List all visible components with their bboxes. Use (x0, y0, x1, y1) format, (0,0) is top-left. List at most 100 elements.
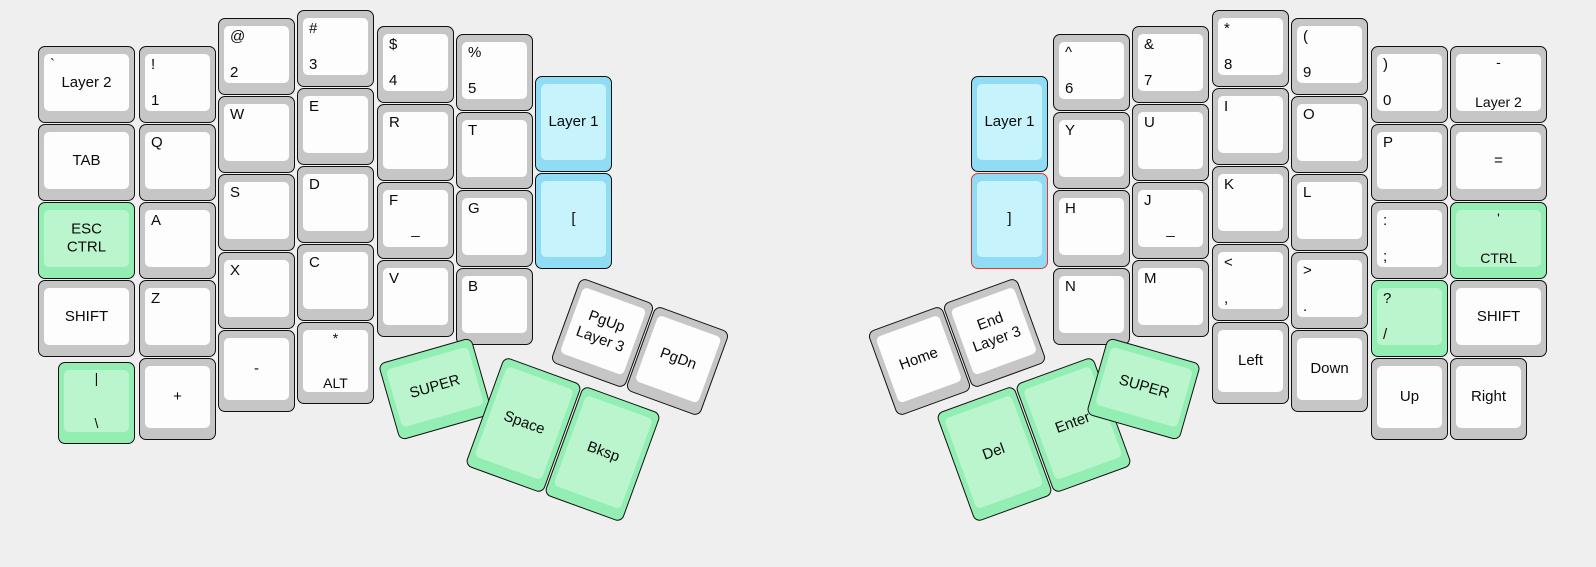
key-r-j[interactable]: J_ (1132, 182, 1209, 259)
key-r-u[interactable]: U (1132, 104, 1209, 181)
key-r-0[interactable]: )0 (1371, 46, 1448, 123)
key-l-minus[interactable]: - (218, 330, 295, 412)
key-r-quote-ctrl[interactable]: 'CTRL (1450, 202, 1547, 279)
key-r-comma[interactable]: <, (1212, 244, 1289, 321)
key-r-semicolon[interactable]: :; (1371, 202, 1448, 279)
key-cap: *8 (1218, 18, 1283, 75)
key-r-h[interactable]: H (1053, 190, 1130, 267)
key-l-star-alt[interactable]: *ALT (297, 322, 374, 404)
key-r-equal[interactable]: = (1450, 124, 1547, 201)
key-l-v[interactable]: V (377, 260, 454, 337)
key-r-y[interactable]: Y (1053, 112, 1130, 189)
key-legend-top: > (1303, 262, 1312, 279)
key-cap: W (224, 104, 289, 161)
key-l-t[interactable]: T (456, 112, 533, 189)
key-r-layer1[interactable]: Layer 1 (971, 76, 1048, 172)
key-r-left[interactable]: Left (1212, 322, 1289, 404)
key-l-2[interactable]: @2 (218, 18, 295, 95)
key-legend-top: I (1224, 98, 1229, 115)
key-r-n[interactable]: N (1053, 268, 1130, 345)
key-legend-top: L (1303, 184, 1312, 201)
key-legend-top-center: - (1496, 54, 1501, 70)
key-l-1[interactable]: !1 (139, 46, 216, 123)
key-legend-top: O (1303, 106, 1315, 123)
key-cap: G (462, 198, 527, 255)
key-legend-center: ] (1007, 210, 1012, 228)
key-legend-center: SUPER (1116, 371, 1172, 403)
key-r-down[interactable]: Down (1291, 330, 1368, 412)
key-legend-center: = (1494, 151, 1503, 169)
key-l-x[interactable]: X (218, 252, 295, 329)
key-l-r[interactable]: R (377, 104, 454, 181)
key-cap: 'CTRL (1456, 210, 1541, 267)
key-l-plus[interactable]: + (139, 358, 216, 440)
key-l-z[interactable]: Z (139, 280, 216, 357)
key-r-p[interactable]: P (1371, 124, 1448, 201)
key-r-i[interactable]: I (1212, 88, 1289, 165)
key-l-5[interactable]: %5 (456, 34, 533, 111)
key-cap: Home (875, 314, 963, 404)
key-l-pipe-bslash[interactable]: |\ (58, 362, 135, 444)
key-legend-top: E (309, 98, 320, 115)
key-l-a[interactable]: A (139, 202, 216, 279)
key-r-right[interactable]: Right (1450, 358, 1527, 440)
key-legend-top: $ (389, 36, 398, 53)
key-legend-bottom: / (1383, 326, 1388, 344)
key-legend-center: Del (980, 439, 1008, 464)
key-r-minus-layer2[interactable]: - Layer 2 (1450, 46, 1547, 123)
key-legend-top-center: ' (1497, 210, 1500, 226)
key-l-lbracket[interactable]: [ (535, 173, 612, 269)
key-l-f[interactable]: F_ (377, 182, 454, 259)
key-legend-top: * (1224, 20, 1230, 37)
key-cap: U (1138, 112, 1203, 169)
key-l-d[interactable]: D (297, 166, 374, 243)
key-legend-bottom: ; (1383, 248, 1388, 266)
key-l-shift[interactable]: SHIFT (38, 280, 135, 357)
key-cap: R (383, 112, 448, 169)
key-r-period[interactable]: >. (1291, 252, 1368, 329)
key-legend-bottom-center: Layer 2 (1475, 94, 1522, 111)
key-l-tab[interactable]: TAB (38, 124, 135, 201)
key-l-q[interactable]: Q (139, 124, 216, 201)
key-l-w[interactable]: W (218, 96, 295, 173)
key-cap: SHIFT (1456, 288, 1541, 345)
key-cap: = (1456, 132, 1541, 189)
key-legend-center: Down (1310, 360, 1349, 378)
key-cap: V (383, 268, 448, 325)
key-legend-top-center: | (94, 370, 99, 386)
key-legend-top: ) (1383, 56, 1388, 73)
key-l-g[interactable]: G (456, 190, 533, 267)
key-r-6[interactable]: ^6 (1053, 34, 1130, 111)
key-r-l[interactable]: L (1291, 174, 1368, 251)
key-cap: >. (1297, 260, 1362, 317)
key-l-c[interactable]: C (297, 244, 374, 321)
key-r-up[interactable]: Up (1371, 358, 1448, 440)
key-l-3[interactable]: #3 (297, 10, 374, 87)
key-r-rbracket[interactable]: ] (971, 173, 1048, 269)
key-cap: Y (1059, 120, 1124, 177)
key-r-shift[interactable]: SHIFT (1450, 280, 1547, 357)
key-legend-center: Right (1470, 388, 1507, 406)
key-r-k[interactable]: K (1212, 166, 1289, 243)
homing-marker-icon: _ (1166, 221, 1175, 239)
key-l-b[interactable]: B (456, 268, 533, 345)
key-r-7[interactable]: &7 (1132, 26, 1209, 103)
key-cap: Up (1377, 366, 1442, 428)
key-r-8[interactable]: *8 (1212, 10, 1289, 87)
key-l-s[interactable]: S (218, 174, 295, 251)
key-r-slash[interactable]: ?/ (1371, 280, 1448, 357)
key-cap: D (303, 174, 368, 231)
key-l-4[interactable]: $4 (377, 26, 454, 103)
key-cap: (9 (1297, 26, 1362, 83)
key-r-9[interactable]: (9 (1291, 18, 1368, 95)
key-l-layer1[interactable]: Layer 1 (535, 76, 612, 172)
key-l-grave-layer2[interactable]: `Layer 2 (38, 46, 135, 123)
key-l-e[interactable]: E (297, 88, 374, 165)
key-r-m[interactable]: M (1132, 260, 1209, 337)
key-r-o[interactable]: O (1291, 96, 1368, 173)
